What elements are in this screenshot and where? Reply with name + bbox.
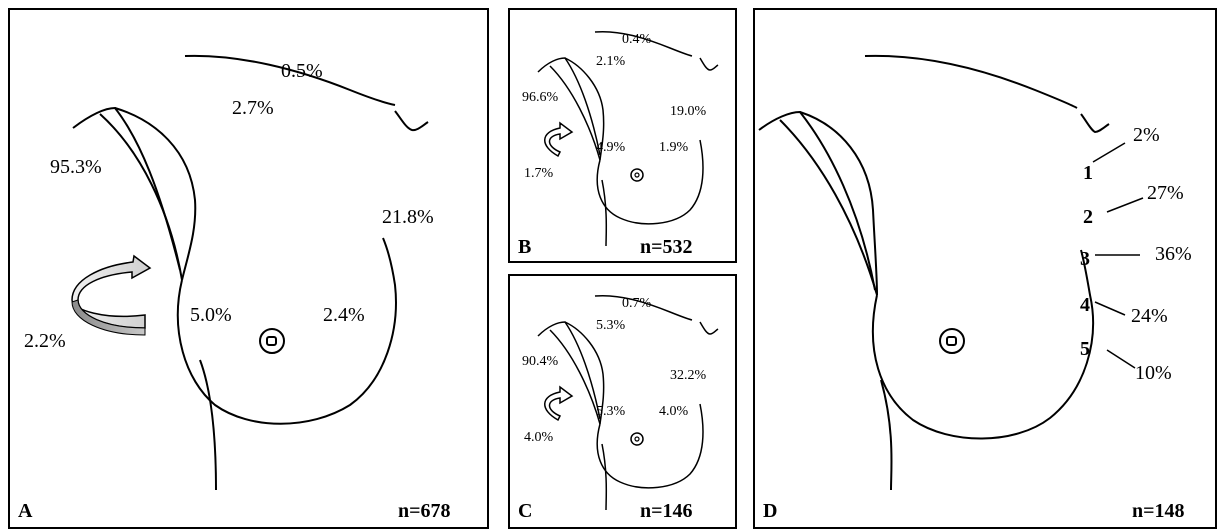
level-4-pct: 24%: [1131, 305, 1168, 327]
pct-axilla: 96.6%: [522, 90, 559, 105]
pct-top-right: 0.4%: [622, 32, 652, 47]
level-5-pct: 10%: [1135, 362, 1172, 384]
pct-inner-lower: 4.0%: [659, 404, 689, 419]
pct-inner-lower: 1.9%: [659, 140, 689, 155]
pct-top-left: 5.3%: [596, 318, 626, 333]
pct-inner-upper: 5.0%: [190, 304, 232, 326]
level-1-number: 1: [1083, 162, 1093, 184]
rotation-arrow-icon: [544, 385, 574, 422]
sample-size: n=678: [398, 500, 451, 522]
level-4-number: 4: [1080, 294, 1090, 316]
pct-outer: 32.2%: [670, 368, 707, 383]
level-5-number: 5: [1080, 338, 1090, 360]
pct-axilla: 95.3%: [50, 156, 102, 178]
sample-size: n=146: [640, 500, 693, 522]
pct-top-left: 2.7%: [232, 97, 274, 119]
breast-diagram-b: [537, 30, 719, 247]
pct-inner-upper: 4.9%: [596, 140, 626, 155]
breast-diagram-d: [758, 54, 1144, 491]
pct-top-left: 2.1%: [596, 54, 626, 69]
pct-outer: 19.0%: [670, 104, 707, 119]
sample-size: n=532: [640, 236, 693, 258]
breast-diagram-c: [537, 294, 719, 511]
pct-inner-lower: 2.4%: [323, 304, 365, 326]
level-2-number: 2: [1083, 206, 1093, 228]
level-1-pct: 2%: [1133, 124, 1160, 146]
panel-letter: C: [518, 500, 533, 522]
breast-diagram-a: [71, 54, 429, 491]
panel-b: 0.4% 2.1% 96.6% 19.0% 4.9% 1.9% 1.7% B n…: [508, 8, 737, 263]
pct-top-right: 0.5%: [281, 60, 323, 82]
rotation-arrow-icon: [544, 121, 574, 158]
level-2-pct: 27%: [1147, 182, 1184, 204]
panel-letter: A: [18, 500, 33, 522]
pct-arrow: 1.7%: [524, 166, 554, 181]
pct-arrow: 4.0%: [524, 430, 554, 445]
pct-outer: 21.8%: [382, 206, 434, 228]
panel-d: 1 2 3 4 5 2% 27% 36% 24% 10% D n=148: [753, 8, 1217, 529]
pct-inner-upper: 5.3%: [596, 404, 626, 419]
panel-c: 0.7% 5.3% 90.4% 32.2% 5.3% 4.0% 4.0% C n…: [508, 274, 737, 529]
pct-axilla: 90.4%: [522, 354, 559, 369]
panel-letter: B: [518, 236, 532, 258]
level-3-number: 3: [1080, 248, 1090, 270]
level-3-pct: 36%: [1155, 243, 1192, 265]
panel-a: 0.5% 2.7% 95.3% 21.8% 5.0% 2.4% 2.2% A n…: [8, 8, 489, 529]
panel-letter: D: [763, 500, 778, 522]
pct-arrow: 2.2%: [24, 330, 66, 352]
sample-size: n=148: [1132, 500, 1185, 522]
pct-top-right: 0.7%: [622, 296, 652, 311]
